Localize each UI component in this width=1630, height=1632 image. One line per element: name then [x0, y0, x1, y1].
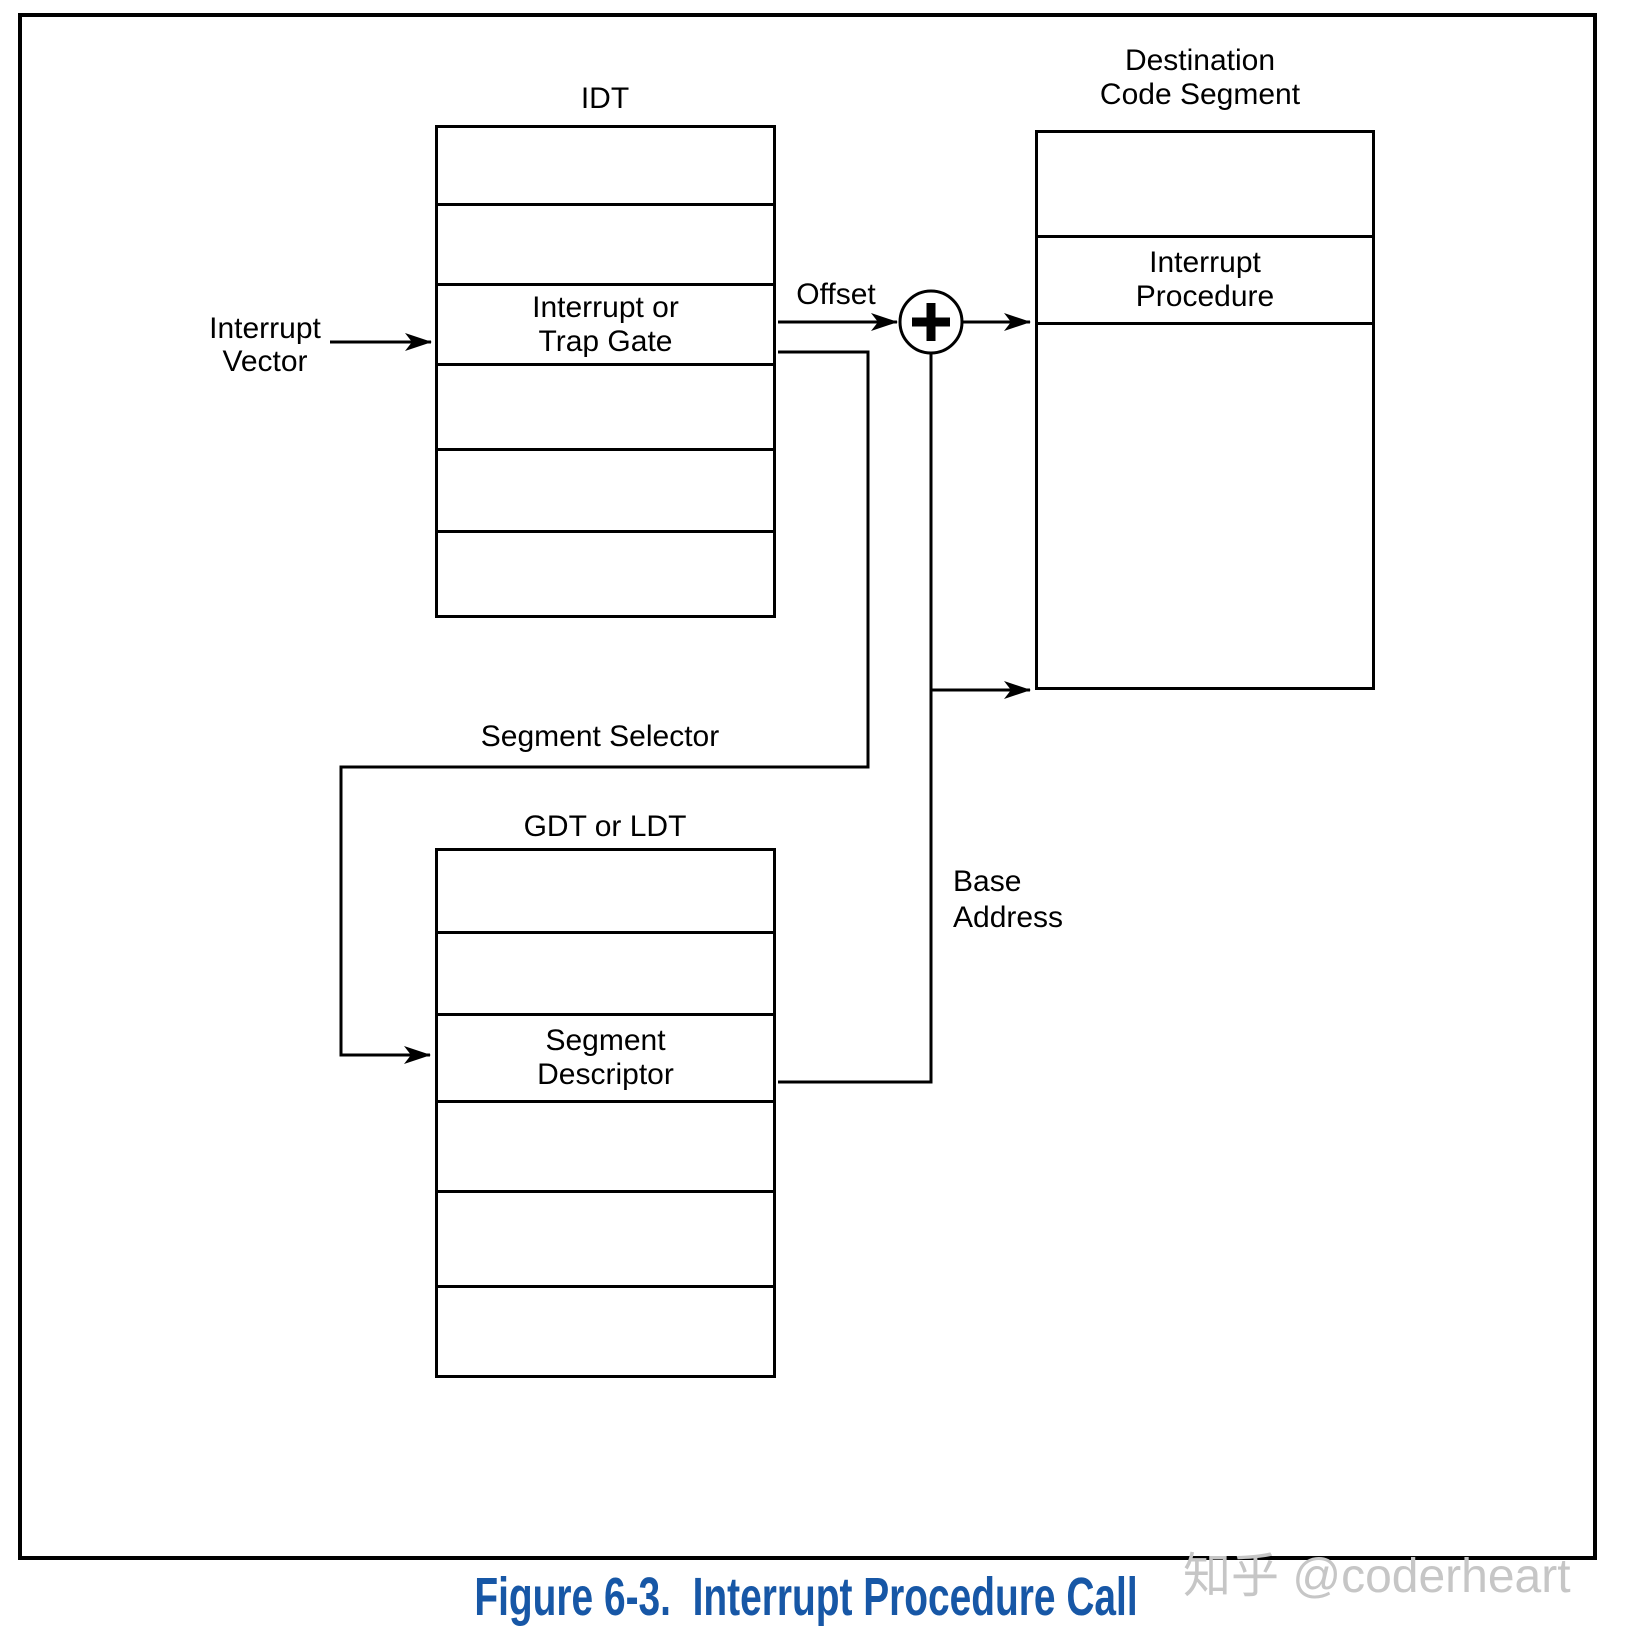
idt-table: Interrupt or Trap Gate [435, 125, 776, 618]
destination-row-0 [1038, 133, 1372, 238]
gdt-row-1 [438, 934, 773, 1016]
destination-title: Destination Code Segment [1100, 44, 1300, 112]
gdt-row-4 [438, 1193, 773, 1288]
gdt-row-3 [438, 1103, 773, 1193]
idt-row-1 [438, 206, 773, 286]
destination-table: Interrupt Procedure [1035, 130, 1375, 690]
figure-caption: Figure 6-3. Interrupt Procedure Call [474, 1567, 1138, 1627]
gate-label-line2: Trap Gate [538, 324, 673, 358]
interrupt-vector-line2: Vector [222, 345, 308, 378]
procedure-label-line2: Procedure [1135, 280, 1275, 313]
base-address-line2: Address [953, 901, 1064, 934]
gdt-title: GDT or LDT [523, 810, 687, 843]
gate-label-line1: Interrupt or [532, 290, 679, 324]
idt-row-0 [438, 128, 773, 206]
destination-row-2 [1038, 325, 1372, 687]
gdt-table: Segment Descriptor [435, 848, 776, 1378]
idt-title: IDT [580, 82, 630, 115]
base-address-label: Base Address [953, 864, 1063, 936]
gdt-row-0 [438, 851, 773, 934]
base-address-line1: Base [953, 865, 1022, 898]
idt-row-3 [438, 366, 773, 451]
offset-label: Offset [796, 278, 876, 311]
watermark-text: 知乎 @coderheart [1183, 1550, 1571, 1603]
destination-title-line1: Destination [1124, 44, 1276, 77]
procedure-label-line1: Interrupt [1149, 246, 1261, 279]
idt-row-4 [438, 451, 773, 533]
destination-title-line2: Code Segment [1099, 78, 1301, 111]
gdt-row-5 [438, 1288, 773, 1375]
destination-row-procedure: Interrupt Procedure [1038, 238, 1372, 325]
segment-selector-label: Segment Selector [480, 720, 720, 753]
idt-row-5 [438, 533, 773, 615]
idt-row-gate: Interrupt or Trap Gate [438, 286, 773, 366]
figure-border [18, 13, 1597, 1560]
gdt-row-descriptor: Segment Descriptor [438, 1016, 773, 1103]
interrupt-vector-line1: Interrupt [209, 312, 321, 345]
descriptor-label-line2: Descriptor [537, 1058, 674, 1091]
descriptor-label-line1: Segment [545, 1024, 666, 1057]
interrupt-vector-label: Interrupt Vector [209, 312, 321, 378]
